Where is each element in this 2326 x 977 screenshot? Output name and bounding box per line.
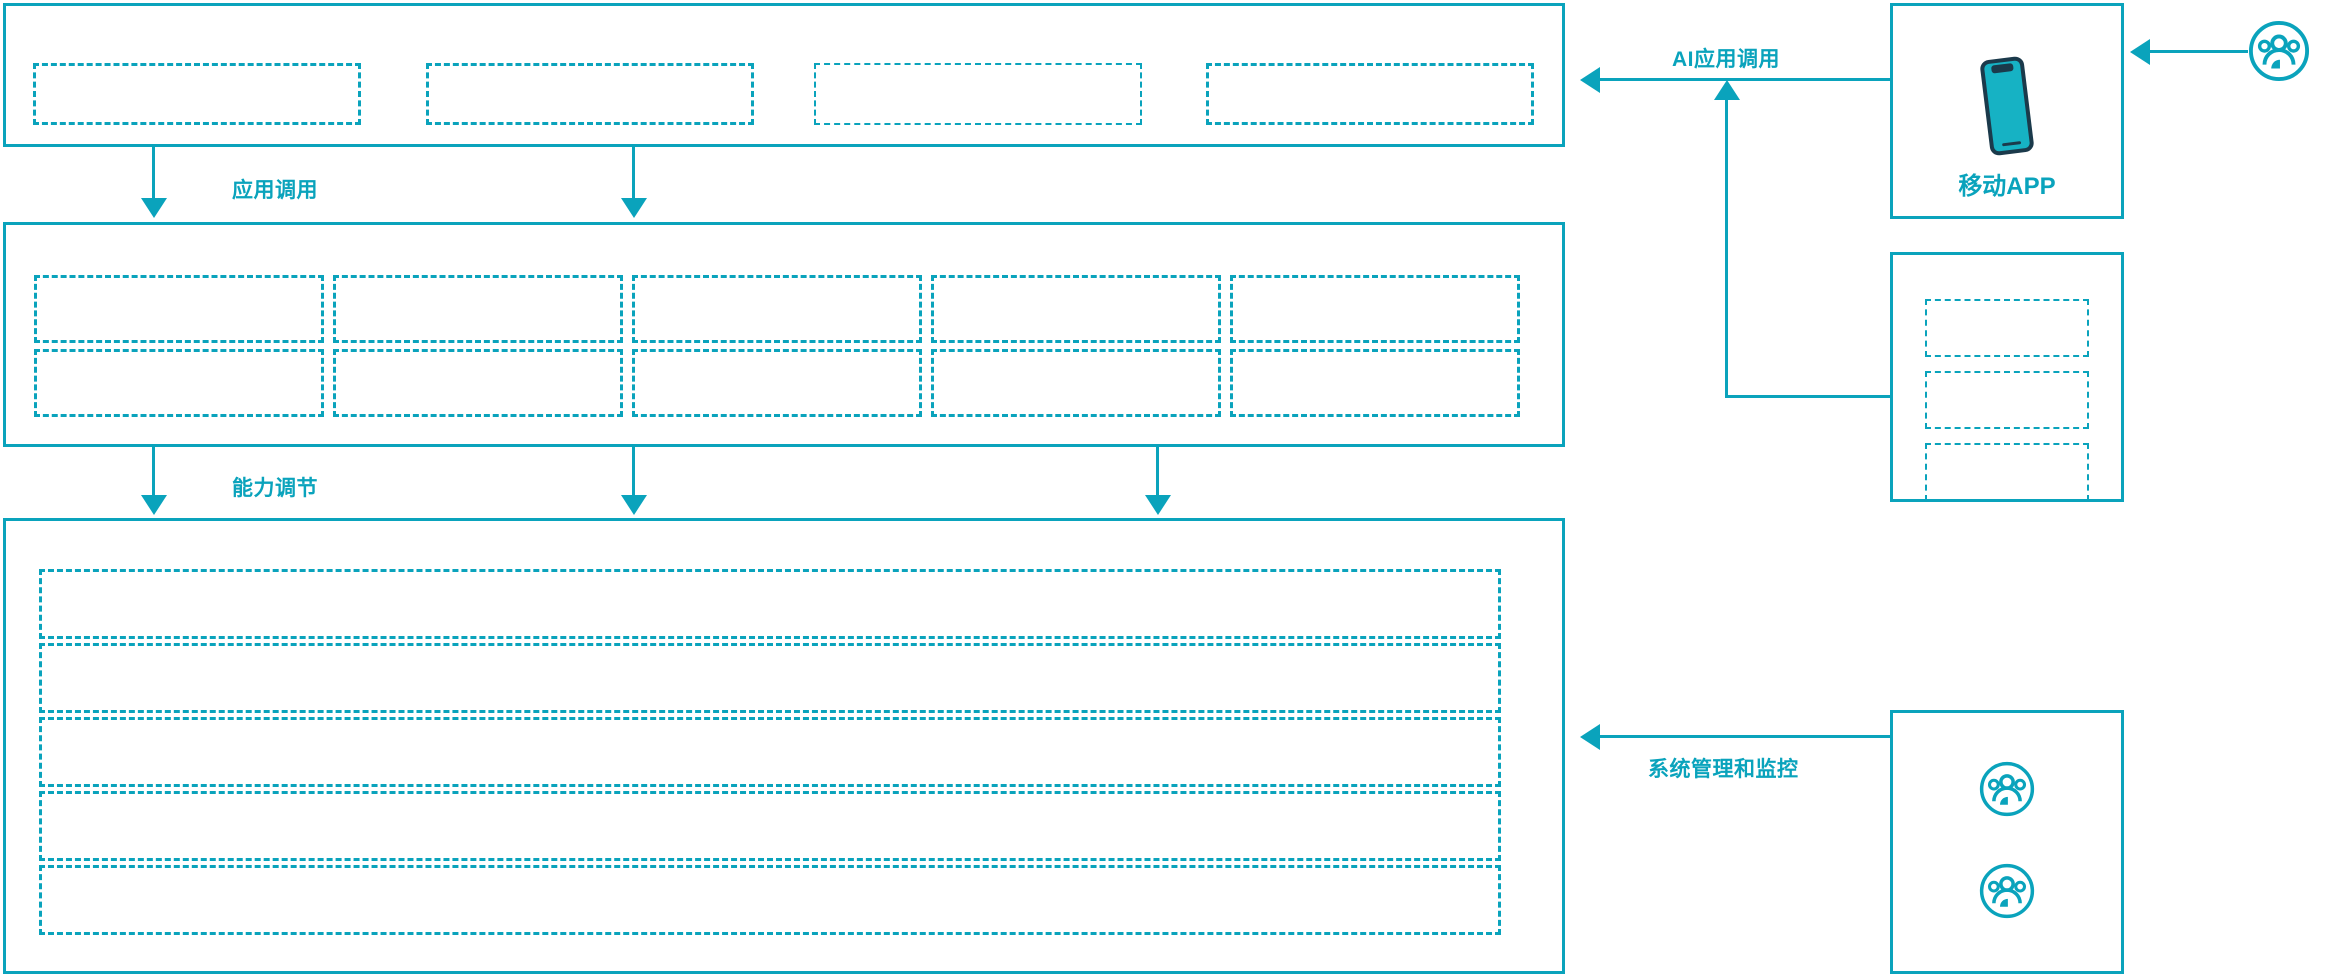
application-call-arrow-left xyxy=(141,198,167,218)
ai-application-call-label: AI应用调用 xyxy=(1672,48,1780,71)
ai-application-call-line xyxy=(1600,78,1890,81)
capability-cell-r1c5[interactable] xyxy=(1230,275,1520,343)
ai-application-call-arrow xyxy=(1580,67,1600,93)
application-slot-3[interactable] xyxy=(814,63,1142,125)
capability-adjust-line-mid xyxy=(632,447,635,497)
capability-cell-r2c4[interactable] xyxy=(931,349,1221,417)
capability-cell-r1c4[interactable] xyxy=(931,275,1221,343)
mobile-app-caption: 移动APP xyxy=(1958,173,2056,200)
capability-adjust-line-right xyxy=(1156,447,1159,497)
application-slot-1[interactable] xyxy=(33,63,361,125)
operations-panel[interactable] xyxy=(1890,710,2124,974)
system-management-label: 系统管理和监控 xyxy=(1648,758,1799,781)
capability-cell-r1c3[interactable] xyxy=(632,275,922,343)
channel-slot-3[interactable] xyxy=(1925,443,2089,501)
channel-slot-2[interactable] xyxy=(1925,371,2089,429)
channel-to-ai-arrow xyxy=(1714,80,1740,100)
application-slot-2[interactable] xyxy=(426,63,754,125)
application-call-arrow-right xyxy=(621,198,647,218)
capability-cell-r2c1[interactable] xyxy=(34,349,324,417)
capability-adjust-arrow-left xyxy=(141,495,167,515)
application-call-line-left xyxy=(152,147,155,200)
user-group-icon-bottom xyxy=(1979,863,2035,919)
system-management-arrow xyxy=(1580,724,1600,750)
channel-slot-1[interactable] xyxy=(1925,299,2089,357)
channel-to-ai-line-horizontal xyxy=(1725,395,1890,398)
mobile-phone-icon xyxy=(1977,54,2037,158)
user-group-icon-top xyxy=(1979,761,2035,817)
infrastructure-bar-4[interactable] xyxy=(39,791,1501,861)
capability-adjust-label: 能力调节 xyxy=(232,477,318,500)
capability-cell-r1c1[interactable] xyxy=(34,275,324,343)
application-slot-4[interactable] xyxy=(1206,63,1534,125)
mobile-app-panel[interactable]: 移动APP xyxy=(1890,3,2124,219)
actor-to-mobile-arrow xyxy=(2130,39,2150,65)
capability-cell-r2c5[interactable] xyxy=(1230,349,1520,417)
application-call-label: 应用调用 xyxy=(232,179,318,202)
capability-layer-panel xyxy=(3,222,1565,447)
channel-panel[interactable] xyxy=(1890,252,2124,502)
infrastructure-bar-1[interactable] xyxy=(39,569,1501,639)
infrastructure-layer-panel xyxy=(3,518,1565,974)
capability-adjust-line-left xyxy=(152,447,155,497)
application-layer-panel xyxy=(3,3,1565,147)
infrastructure-bar-2[interactable] xyxy=(39,643,1501,713)
application-call-line-right xyxy=(632,147,635,200)
capability-cell-r2c2[interactable] xyxy=(333,349,623,417)
capability-adjust-arrow-mid xyxy=(621,495,647,515)
capability-cell-r2c3[interactable] xyxy=(632,349,922,417)
capability-adjust-arrow-right xyxy=(1145,495,1171,515)
end-user-actor-icon xyxy=(2248,20,2310,82)
capability-cell-r1c2[interactable] xyxy=(333,275,623,343)
infrastructure-bar-5[interactable] xyxy=(39,865,1501,935)
system-management-line xyxy=(1600,735,1890,738)
actor-to-mobile-line xyxy=(2150,50,2248,53)
infrastructure-bar-3[interactable] xyxy=(39,717,1501,787)
channel-to-ai-line-vertical xyxy=(1725,100,1728,398)
